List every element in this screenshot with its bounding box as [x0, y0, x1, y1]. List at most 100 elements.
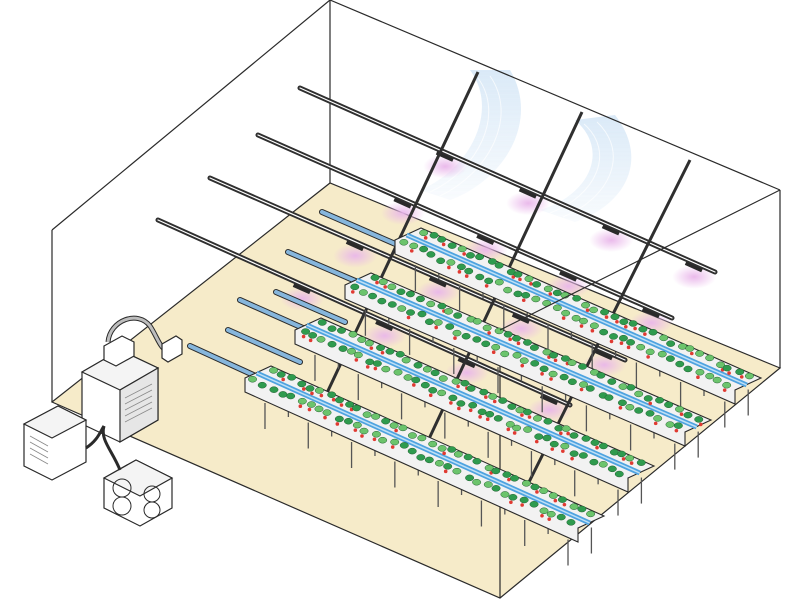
strawberry-leaf: [557, 496, 567, 503]
strawberry-leaf: [695, 368, 705, 376]
strawberry-leaf: [276, 371, 286, 378]
strawberry-leaf: [338, 345, 348, 352]
strawberry-leaf: [287, 374, 297, 381]
strawberry-leaf: [399, 442, 409, 449]
strawberry-leaf: [534, 433, 544, 440]
strawberry-leaf: [523, 426, 533, 433]
strawberry-leaf: [437, 389, 447, 397]
strawberry: [462, 252, 466, 256]
strawberry-leaf: [278, 391, 288, 398]
strawberry-leaf: [521, 480, 531, 487]
strawberry-leaf: [372, 360, 382, 367]
strawberry-leaf: [461, 332, 471, 340]
strawberry: [428, 393, 433, 398]
strawberry: [308, 338, 313, 343]
strawberry-leaf: [451, 378, 461, 385]
strawberry-leaf: [306, 401, 316, 408]
strawberry: [319, 393, 324, 398]
strawberry-leaf: [515, 406, 525, 414]
strawberry-leaf: [625, 454, 635, 462]
strawberry-leaf: [705, 354, 715, 362]
strawberry-leaf: [460, 379, 470, 387]
strawberry-leaf: [457, 245, 467, 253]
strawberry-leaf: [472, 457, 482, 465]
strawberry: [548, 292, 553, 296]
strawberry: [618, 405, 623, 410]
strawberry: [409, 249, 414, 253]
strawberry-leaf: [428, 387, 438, 394]
strawberry-leaf: [586, 510, 596, 518]
strawberry-leaf: [362, 411, 372, 418]
strawberry-leaf: [626, 339, 636, 346]
strawberry-leaf: [548, 492, 558, 499]
strawberry: [520, 363, 525, 368]
strawberry-leaf: [675, 360, 685, 368]
control-box: [161, 335, 183, 363]
strawberry-leaf: [407, 432, 417, 439]
overhead-pipe-highlight: [299, 87, 716, 273]
strawberry: [491, 350, 496, 354]
strawberry: [698, 422, 703, 427]
strawberry-leaf: [472, 336, 482, 343]
grow-light-glow: [423, 154, 468, 179]
strawberry-leaf: [510, 475, 519, 482]
strawberry-leaf: [491, 467, 501, 475]
strawberry-leaf: [722, 381, 732, 389]
strawberry-leaf: [655, 396, 665, 404]
strawberry-leaf: [596, 372, 606, 379]
strawberry-leaf: [626, 384, 636, 391]
strawberry-leaf: [398, 424, 408, 432]
strawberry-leaf: [359, 427, 369, 435]
strawberry-bed: [244, 365, 606, 566]
strawberry-leaf: [491, 485, 501, 492]
strawberry: [520, 503, 524, 507]
strawberry: [506, 427, 511, 432]
strawberry-leaf: [468, 402, 478, 409]
strawberry-leaf: [529, 344, 539, 351]
strawberry: [679, 412, 684, 416]
strawberry-leaf: [494, 278, 504, 286]
strawberry-leaf: [567, 359, 577, 366]
strawberry-leaf: [581, 435, 591, 442]
strawberry-leaf: [589, 322, 599, 329]
strawberry-leaf: [493, 415, 503, 422]
strawberry-growing-beds: [244, 227, 763, 566]
strawberry-leaf: [484, 464, 494, 472]
strawberry-leaf: [327, 340, 337, 348]
strawberry-leaf: [364, 339, 374, 347]
strawberry-leaf: [589, 458, 599, 466]
air-duct-fill: [320, 210, 402, 248]
strawberry-leaf: [475, 253, 485, 261]
strawberry-leaf: [448, 394, 458, 402]
strawberry-leaf: [569, 432, 579, 439]
strawberry-leaf: [426, 251, 436, 258]
strawberry: [516, 341, 521, 346]
strawberry: [335, 422, 340, 426]
strawberry-leaf: [358, 289, 368, 296]
strawberry-leaf: [257, 381, 267, 389]
strawberry-leaf: [365, 358, 375, 366]
strawberry-leaf: [314, 405, 324, 413]
strawberry-leaf: [610, 313, 620, 321]
strawberry-leaf: [523, 408, 532, 416]
strawberry-leaf: [500, 350, 510, 358]
strawberry: [484, 284, 489, 288]
strawberry-leaf: [673, 422, 683, 429]
strawberry-leaf: [744, 372, 754, 380]
strawberry-leaf: [426, 300, 436, 308]
strawberry-leaf: [317, 319, 327, 326]
strawberry-leaf: [539, 507, 549, 515]
strawberry-leaf: [512, 335, 521, 342]
strawberry-leaf: [381, 365, 391, 373]
strawberry-leaf: [352, 421, 362, 429]
strawberry: [585, 308, 590, 312]
overhead-pipe-highlight: [209, 177, 626, 361]
strawberry-bed: [394, 227, 763, 428]
strawberry: [434, 325, 438, 330]
strawberry-leaf: [477, 408, 487, 416]
strawberry-leaf: [560, 355, 570, 362]
strawberry-leaf: [549, 351, 558, 359]
strawberry-leaf: [494, 262, 504, 269]
strawberry: [442, 451, 446, 456]
strawberry: [615, 319, 619, 324]
